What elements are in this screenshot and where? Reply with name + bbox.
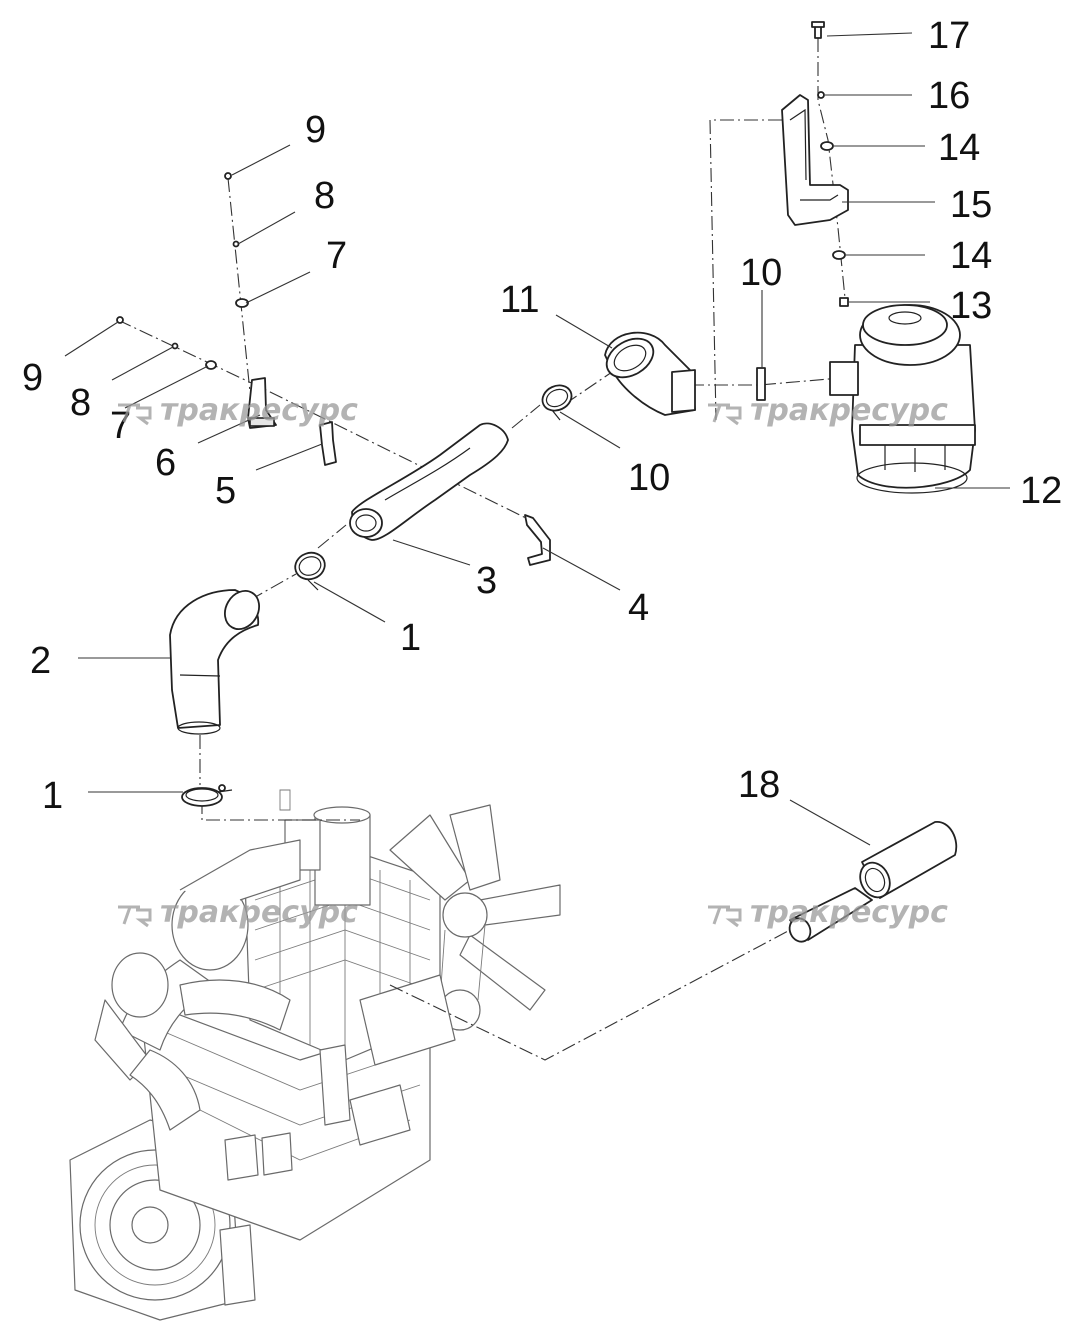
part-bracket-6 bbox=[247, 377, 277, 429]
callout-3: 3 bbox=[476, 560, 497, 602]
watermark-4: тракресурс bbox=[708, 895, 948, 930]
callout-10-middle: 10 bbox=[628, 457, 670, 499]
part-clamp-10-middle bbox=[541, 384, 573, 421]
part-washer-16 bbox=[817, 91, 825, 99]
callout-10-right: 10 bbox=[740, 252, 782, 294]
part-clamp-1-lower bbox=[181, 784, 233, 807]
callout-16: 16 bbox=[928, 75, 970, 117]
watermark-text: тракресурс bbox=[750, 895, 948, 930]
callout-14-lower: 14 bbox=[950, 235, 992, 277]
part-washer-7-left bbox=[205, 360, 217, 370]
callout-15: 15 bbox=[950, 184, 992, 226]
callout-1-lower: 1 bbox=[42, 775, 63, 817]
part-elbow-11 bbox=[604, 331, 696, 416]
engine-assembly bbox=[69, 789, 561, 1321]
callout-17: 17 bbox=[928, 15, 970, 57]
part-nut-13 bbox=[839, 297, 849, 307]
callout-8-left: 8 bbox=[70, 382, 91, 424]
callout-13: 13 bbox=[950, 285, 992, 327]
callout-4: 4 bbox=[628, 587, 649, 629]
part-bolt-9-top bbox=[224, 172, 232, 180]
part-washer-7-top bbox=[235, 298, 249, 308]
part-bolt-17 bbox=[811, 21, 825, 39]
watermark-logo bbox=[708, 403, 742, 426]
part-clamp-1-upper bbox=[294, 551, 326, 591]
part-bracket-5 bbox=[319, 421, 337, 466]
callout-5: 5 bbox=[215, 470, 236, 512]
callout-11: 11 bbox=[500, 279, 539, 321]
callout-2: 2 bbox=[30, 640, 51, 682]
watermark-3: тракресурс bbox=[118, 895, 358, 930]
part-bracket-15 bbox=[781, 94, 849, 226]
watermark-2: тракресурс bbox=[708, 393, 948, 428]
part-washer-14-lower bbox=[832, 250, 846, 260]
watermark-text: тракресурс bbox=[160, 895, 358, 930]
part-elbow-hose-2 bbox=[169, 589, 260, 735]
watermark-logo bbox=[118, 905, 152, 928]
callout-9-left: 9 bbox=[22, 357, 43, 399]
watermark-text: тракресурс bbox=[160, 393, 358, 428]
callout-14-upper: 14 bbox=[938, 127, 980, 169]
watermark-1: тракресурс bbox=[118, 393, 358, 428]
callout-7-top: 7 bbox=[326, 235, 347, 277]
callout-18: 18 bbox=[738, 764, 780, 806]
watermark-logo bbox=[708, 905, 742, 928]
part-washer-14-upper bbox=[820, 141, 834, 151]
part-bracket-4 bbox=[524, 514, 551, 566]
part-bolt-9-left bbox=[116, 316, 124, 324]
assembly-lines bbox=[117, 38, 846, 1061]
part-washer-8-left bbox=[171, 342, 179, 350]
watermark-text: тракресурс bbox=[750, 393, 948, 428]
callout-8-top: 8 bbox=[314, 175, 335, 217]
part-washer-8-top bbox=[232, 240, 240, 248]
callout-labels: 17 16 14 15 14 13 12 10 11 10 9 8 7 9 8 … bbox=[22, 15, 1062, 817]
leader-lines bbox=[64, 32, 1010, 846]
watermark-logo bbox=[118, 403, 152, 426]
callout-12: 12 bbox=[1020, 470, 1062, 512]
part-pipe-18 bbox=[788, 821, 958, 943]
callout-9-top: 9 bbox=[305, 109, 326, 151]
callout-1-upper: 1 bbox=[400, 617, 421, 659]
part-air-filter-12 bbox=[829, 304, 976, 494]
part-hose-3 bbox=[349, 422, 509, 541]
callout-6: 6 bbox=[155, 442, 176, 484]
part-clamp-10-right bbox=[756, 367, 766, 401]
